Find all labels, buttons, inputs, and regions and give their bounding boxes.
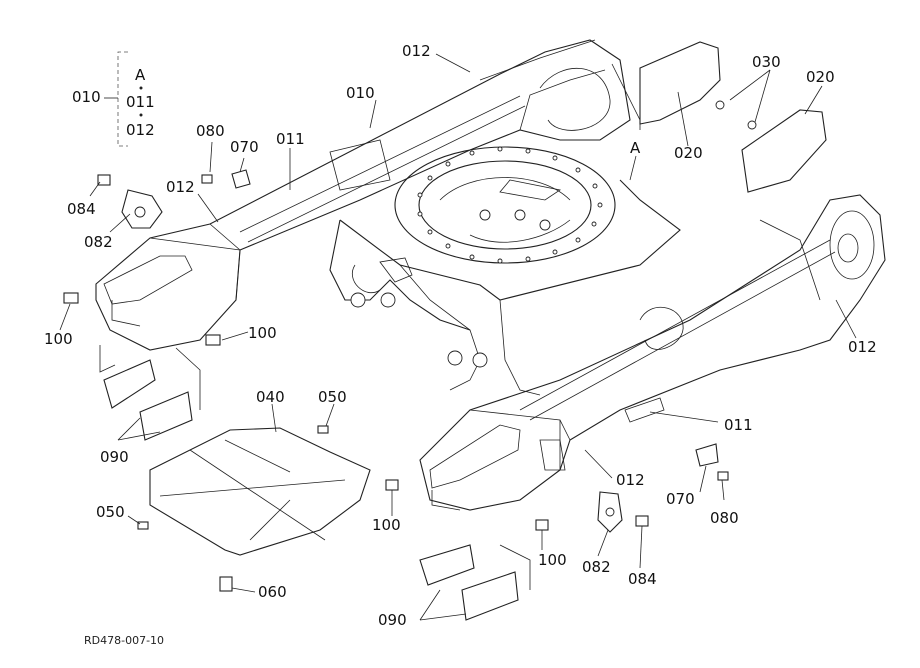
legend-mid: 011	[126, 93, 155, 111]
callout-100-bottom: 100	[372, 516, 401, 534]
callout-070-right: 070	[666, 490, 695, 508]
center-body	[329, 179, 681, 396]
right-track-guard	[419, 544, 531, 621]
callout-082-left: 082	[84, 233, 113, 251]
callout-084-right: 084	[628, 570, 657, 588]
bottom-plate	[137, 425, 371, 592]
callout-050-left: 050	[96, 503, 125, 521]
legend-bot: 012	[126, 121, 155, 139]
callout-010-frame: 010	[346, 84, 375, 102]
callout-100-left: 100	[44, 330, 73, 348]
legend-bracket	[104, 51, 143, 147]
swing-bearing-ring	[394, 146, 616, 264]
callout-012-left: 012	[166, 178, 195, 196]
callout-060: 060	[258, 583, 287, 601]
callout-040: 040	[256, 388, 285, 406]
callout-020-right: 020	[806, 68, 835, 86]
callout-012-right: 012	[848, 338, 877, 356]
callout-100-bottom2: 100	[538, 551, 567, 569]
callout-A: A	[630, 139, 641, 157]
figure-ref-code: RD478-007-10	[84, 634, 165, 647]
callout-011-top: 011	[276, 130, 305, 148]
callout-020-mid: 020	[674, 144, 703, 162]
callout-010-legend: 010	[72, 88, 101, 106]
callout-050-top: 050	[318, 388, 347, 406]
left-track-guard	[99, 345, 201, 441]
legend-top: A	[135, 66, 146, 84]
callout-090-left: 090	[100, 448, 129, 466]
callout-011-right: 011	[724, 416, 753, 434]
callout-080-top: 080	[196, 122, 225, 140]
callout-012-bottom: 012	[616, 471, 645, 489]
callout-090-bottom: 090	[378, 611, 407, 629]
callout-070-top: 070	[230, 138, 259, 156]
left-hardware	[63, 169, 251, 346]
right-track-frame	[419, 194, 886, 511]
cover-plates	[639, 41, 827, 193]
callout-082-right: 082	[582, 558, 611, 576]
leader-lines	[59, 53, 857, 621]
right-hardware	[385, 443, 729, 533]
callout-100-leftmid: 100	[248, 324, 277, 342]
callout-080-right: 080	[710, 509, 739, 527]
callout-012-top: 012	[402, 42, 431, 60]
callout-030: 030	[752, 53, 781, 71]
callout-084-left: 084	[67, 200, 96, 218]
